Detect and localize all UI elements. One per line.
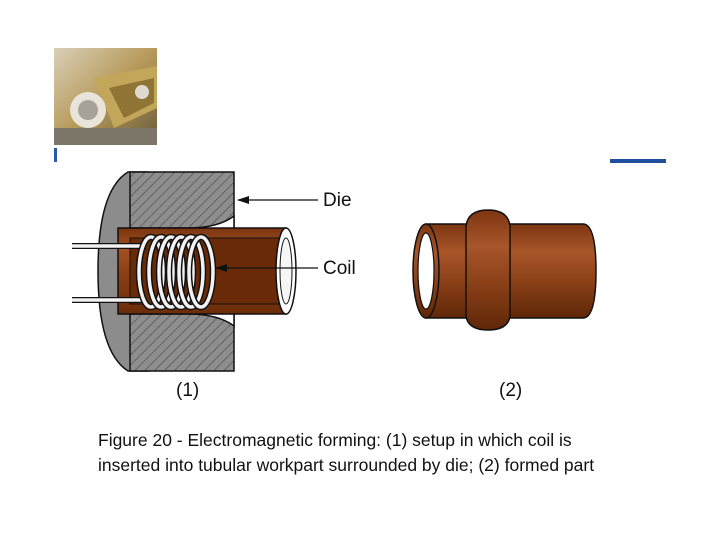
figure-caption: Figure 20 - Electromagnetic forming: (1)… <box>98 430 595 475</box>
die-label: Die <box>323 190 352 211</box>
setup-label: (1) <box>176 380 200 401</box>
coil <box>72 233 217 311</box>
formed-part-label: (2) <box>499 380 523 401</box>
photo-thumbnail <box>54 48 157 145</box>
formed-part <box>412 209 597 331</box>
accent-rule-right <box>610 159 666 163</box>
electromagnetic-forming-diagram <box>72 171 597 372</box>
accent-rule-left <box>54 148 57 162</box>
coil-label: Coil <box>323 258 356 279</box>
